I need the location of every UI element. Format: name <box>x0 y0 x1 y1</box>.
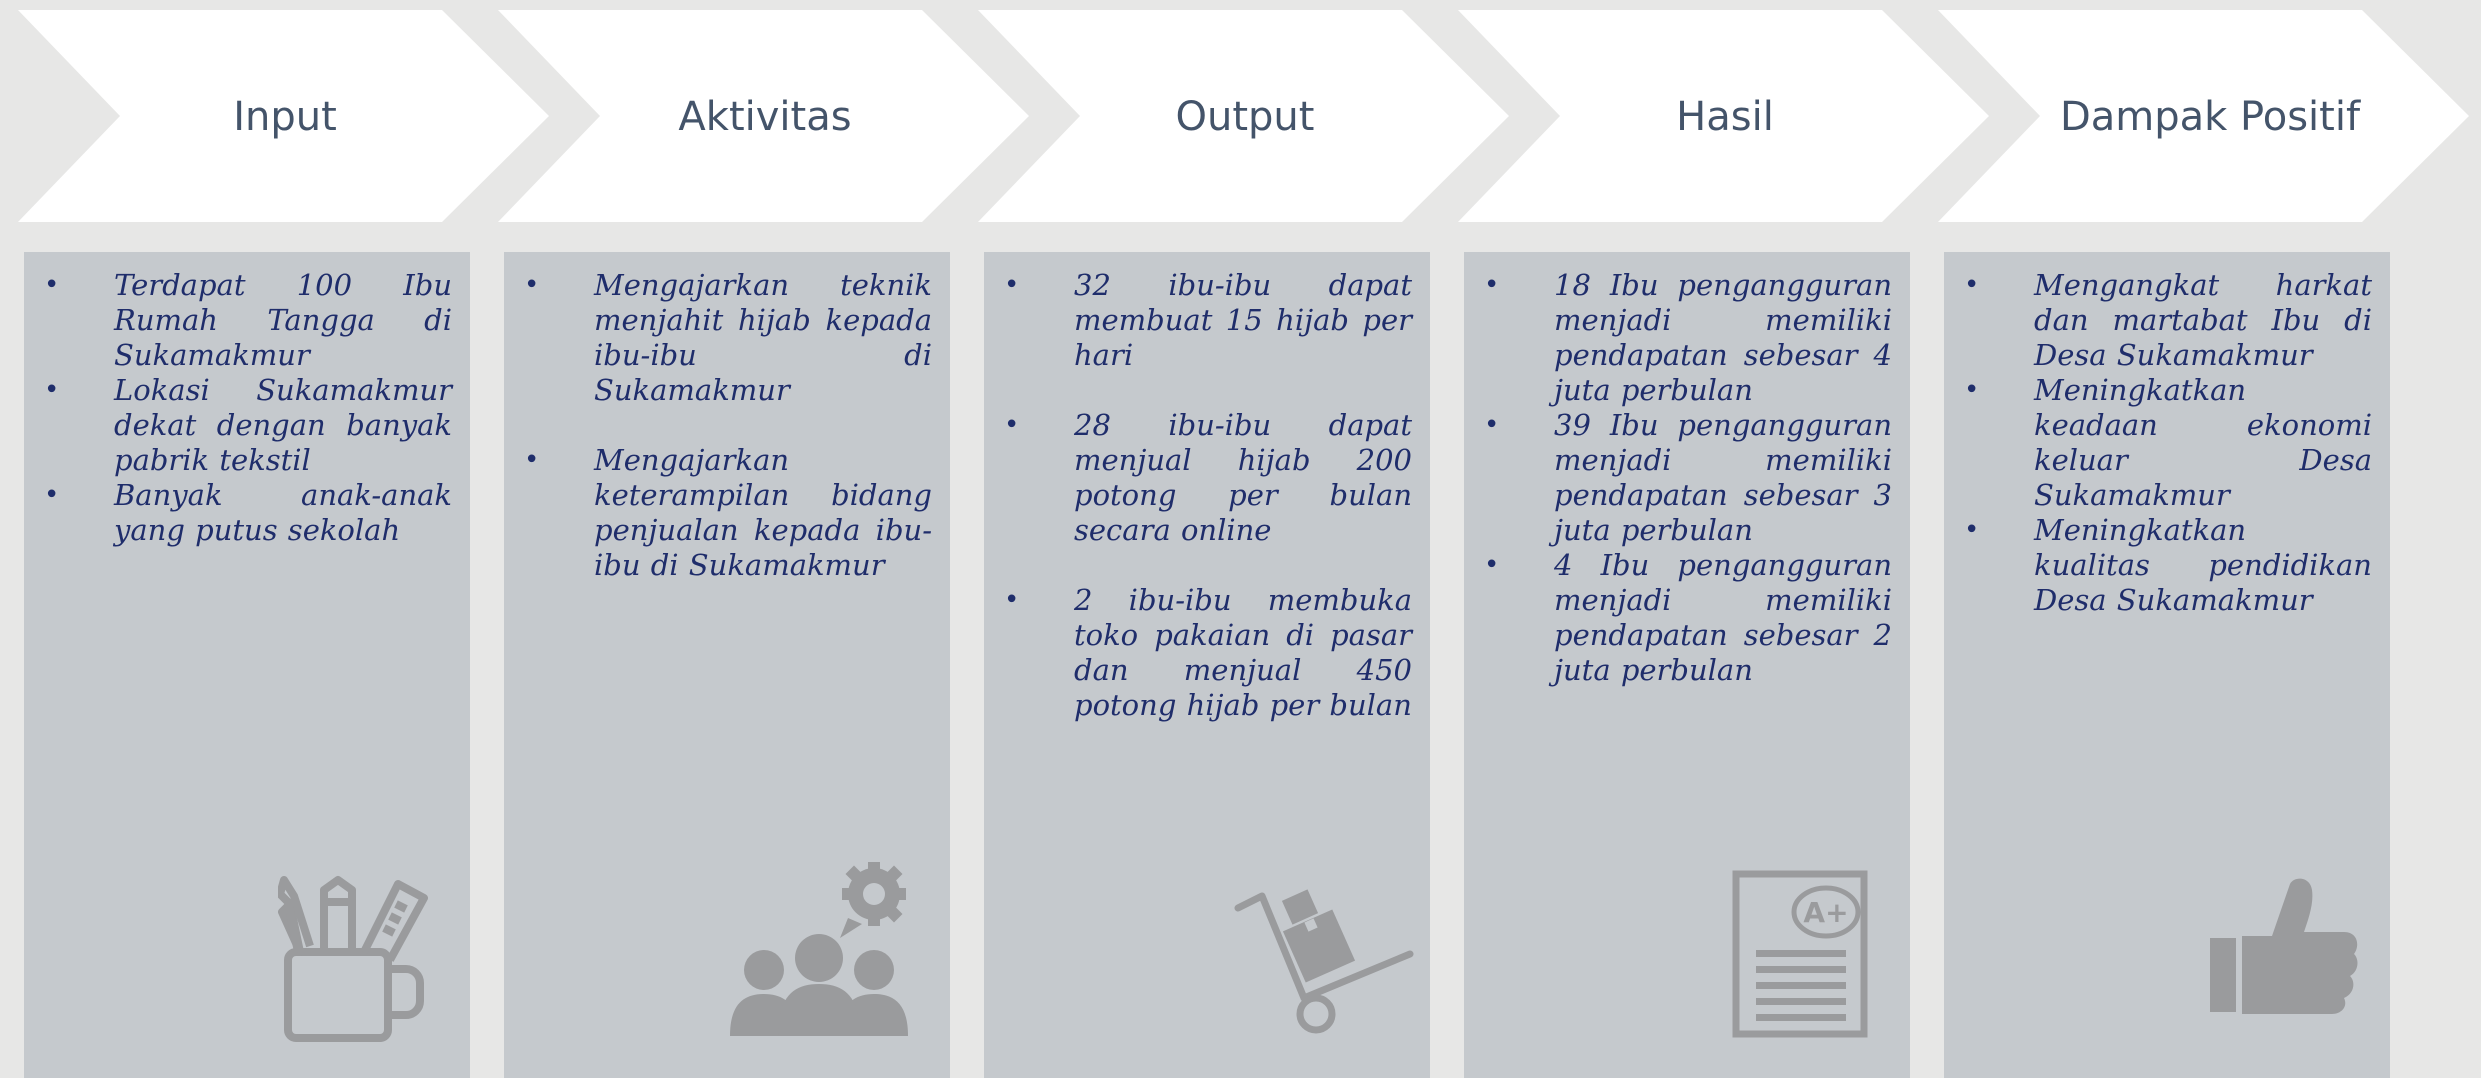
panel-hasil: •18 Ibu pengangguran menjadi memiliki pe… <box>1464 252 1910 1078</box>
list-item: •Lokasi Sukamakmur dekat dengan banyak p… <box>44 373 452 477</box>
list-item: •Meningkatkan keadaan ekonomi keluar Des… <box>1964 373 2372 512</box>
report-grade-icon: A+ <box>1732 870 1868 1038</box>
bullet-icon: • <box>1004 585 1020 615</box>
chevron-flow-bar <box>18 10 2469 222</box>
list-item: •4 Ibu pengangguran menjadi memiliki pen… <box>1484 548 1892 687</box>
stage-label-output: Output <box>1175 94 1315 140</box>
list-item: •39 Ibu pengangguran menjadi memiliki pe… <box>1484 408 1892 547</box>
list-item: •Banyak anak-anak yang putus sekolah <box>44 478 452 547</box>
bullet-icon: • <box>44 480 60 510</box>
bullet-icon: • <box>1964 270 1980 300</box>
chevron-hasil <box>1458 10 1989 222</box>
pencil-cup-icon <box>278 876 428 1042</box>
bullet-icon: • <box>44 270 60 300</box>
bullet-icon: • <box>524 445 540 475</box>
chevron-aktivitas <box>498 10 1029 222</box>
chevron-dampak-positif <box>1938 10 2469 222</box>
list-item: •Terdapat 100 Ibu Rumah Tangga di Sukama… <box>44 268 452 372</box>
bullet-icon: • <box>1964 515 1980 545</box>
stage-label-dampak-positif: Dampak Positif <box>2059 94 2361 140</box>
thumbs-up-icon <box>2210 878 2358 1014</box>
bullet-icon: • <box>1484 410 1500 440</box>
panel-dampak-positif: •Mengangkat harkat dan martabat Ibu di D… <box>1944 252 2390 1078</box>
list-item: •Mengajarkan keterampilan bidang penjual… <box>524 443 932 582</box>
list-item: •Meningkatkan kualitas pendidikan Desa S… <box>1964 513 2372 617</box>
chevron-output <box>978 10 1509 222</box>
bullet-icon: • <box>1484 550 1500 580</box>
stage-label-input: Input <box>233 94 337 140</box>
stage-label-aktivitas: Aktivitas <box>678 94 852 140</box>
list-item: •32 ibu-ibu dapat membuat 15 hijab per h… <box>1004 268 1412 372</box>
list-item: •18 Ibu pengangguran menjadi memiliki pe… <box>1484 268 1892 407</box>
chevron-input <box>18 10 549 222</box>
panel-input: •Terdapat 100 Ibu Rumah Tangga di Sukama… <box>24 252 470 1078</box>
bullet-icon: • <box>1004 270 1020 300</box>
input-list: •Terdapat 100 Ibu Rumah Tangga di Sukama… <box>24 268 470 548</box>
hand-truck-icon <box>1234 889 1414 1034</box>
bullet-icon: • <box>524 270 540 300</box>
list-item: •2 ibu-ibu membuka toko pakaian di pasar… <box>1004 583 1412 722</box>
panel-output: •32 ibu-ibu dapat membuat 15 hijab per h… <box>984 252 1430 1078</box>
list-item: •Mengangkat harkat dan martabat Ibu di D… <box>1964 268 2372 372</box>
panel-aktivitas: •Mengajarkan teknik menjahit hijab kepad… <box>504 252 950 1078</box>
bullet-icon: • <box>1004 410 1020 440</box>
team-gear-icon <box>730 862 908 1036</box>
hasil-list: •18 Ibu pengangguran menjadi memiliki pe… <box>1464 268 1910 688</box>
bullet-icon: • <box>1484 270 1500 300</box>
aktivitas-list: •Mengajarkan teknik menjahit hijab kepad… <box>504 268 950 618</box>
list-item: •28 ibu-ibu dapat menjual hijab 200 poto… <box>1004 408 1412 547</box>
dampak-positif-list: •Mengangkat harkat dan martabat Ibu di D… <box>1944 268 2390 618</box>
grade-badge: A+ <box>1803 896 1848 929</box>
output-list: •32 ibu-ibu dapat membuat 15 hijab per h… <box>984 268 1430 758</box>
bullet-icon: • <box>44 375 60 405</box>
bullet-icon: • <box>1964 375 1980 405</box>
list-item: •Mengajarkan teknik menjahit hijab kepad… <box>524 268 932 407</box>
stage-label-hasil: Hasil <box>1676 94 1774 140</box>
